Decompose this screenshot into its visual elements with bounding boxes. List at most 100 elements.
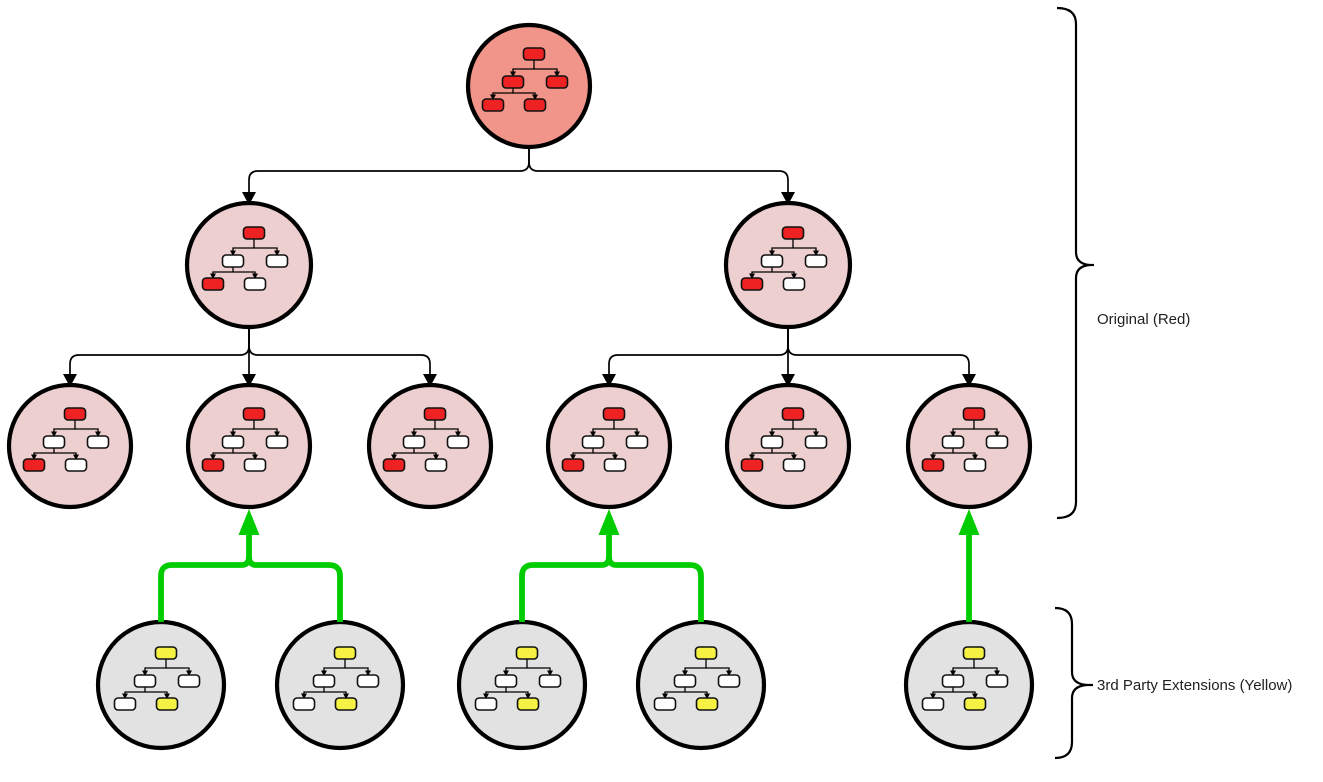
connector-arrowhead bbox=[242, 374, 256, 387]
mini-connector bbox=[485, 687, 507, 695]
mini-connector bbox=[212, 267, 234, 275]
mini-arrowhead bbox=[994, 431, 1000, 437]
mini-arrowhead bbox=[230, 431, 236, 437]
mini-node-red bbox=[63, 407, 87, 421]
mini-connector bbox=[505, 659, 528, 671]
mini-arrowhead bbox=[51, 431, 57, 437]
extension-line bbox=[606, 555, 704, 622]
mini-arrowhead bbox=[321, 670, 327, 676]
mini-arrowhead bbox=[634, 431, 640, 437]
mini-node-white bbox=[474, 697, 498, 711]
mini-arrowhead bbox=[662, 693, 668, 699]
mini-arrowhead bbox=[791, 454, 797, 460]
circle-shape-root bbox=[465, 22, 593, 150]
module-circle-original-b1 bbox=[545, 382, 673, 510]
extension-line bbox=[158, 555, 252, 622]
mini-node-red bbox=[561, 458, 585, 472]
mini-node-white bbox=[243, 277, 267, 291]
mini-arrowhead bbox=[554, 71, 560, 77]
mini-node-white bbox=[782, 458, 806, 472]
mini-connector bbox=[771, 420, 794, 432]
mini-connector bbox=[706, 667, 730, 671]
mini-node-red bbox=[22, 458, 46, 472]
mini-arrowhead bbox=[122, 693, 128, 699]
mini-node-white bbox=[653, 697, 677, 711]
mini-connector bbox=[534, 68, 558, 72]
mini-connector bbox=[345, 667, 369, 671]
mini-connector bbox=[144, 659, 167, 671]
mini-arrowhead bbox=[726, 670, 732, 676]
mini-arrowhead bbox=[950, 431, 956, 437]
mini-connector bbox=[435, 428, 459, 432]
mini-connector bbox=[393, 448, 415, 456]
mini-node-white bbox=[941, 674, 965, 688]
mini-connector bbox=[684, 659, 707, 671]
mini-connector bbox=[932, 448, 954, 456]
mini-arrowhead bbox=[455, 431, 461, 437]
mini-arrowhead bbox=[164, 693, 170, 699]
mini-arrowhead bbox=[142, 670, 148, 676]
mini-node-yellow bbox=[515, 646, 539, 660]
mini-node-red bbox=[602, 407, 626, 421]
mini-node-red bbox=[781, 226, 805, 240]
circle-shape-original-a3 bbox=[366, 382, 494, 510]
circle-shape-extension-1 bbox=[95, 619, 227, 751]
extension-arrow bbox=[158, 509, 343, 622]
circle-shape-original-a bbox=[184, 200, 314, 330]
module-circle-original-a3 bbox=[366, 382, 494, 510]
extensions-brace-path bbox=[1054, 606, 1089, 760]
mini-arrowhead bbox=[972, 454, 978, 460]
module-circle-original-b bbox=[723, 200, 853, 330]
mini-node-white bbox=[265, 435, 289, 449]
module-circle-original-b3 bbox=[905, 382, 1033, 510]
mini-connector bbox=[33, 448, 55, 456]
mini-arrowhead bbox=[391, 454, 397, 460]
mini-node-white bbox=[804, 435, 828, 449]
mini-connector bbox=[974, 667, 998, 671]
circle-shape-original-b1 bbox=[545, 382, 673, 510]
mini-arrowhead bbox=[950, 670, 956, 676]
mini-arrowhead bbox=[411, 431, 417, 437]
mini-arrowhead bbox=[612, 454, 618, 460]
mini-node-white bbox=[941, 435, 965, 449]
mini-connector bbox=[166, 667, 190, 671]
connector-arrowhead bbox=[423, 374, 437, 387]
extension-line bbox=[519, 555, 612, 622]
mini-arrowhead bbox=[930, 454, 936, 460]
mini-node-red bbox=[382, 458, 406, 472]
mini-arrowhead bbox=[972, 693, 978, 699]
circle-shape-original-b2 bbox=[724, 382, 852, 510]
mini-node-white bbox=[673, 674, 697, 688]
circle-shape-original-a1 bbox=[6, 382, 134, 510]
original-brace-path bbox=[1056, 6, 1092, 520]
mini-node-yellow bbox=[694, 646, 718, 660]
module-circle-extension-4 bbox=[635, 619, 767, 751]
mini-connector bbox=[592, 420, 615, 432]
module-circle-extension-5 bbox=[903, 619, 1035, 751]
connector-arrowhead bbox=[781, 374, 795, 387]
mini-node-red bbox=[423, 407, 447, 421]
mini-arrowhead bbox=[813, 250, 819, 256]
mini-node-white bbox=[603, 458, 627, 472]
hierarchy-connector bbox=[602, 327, 976, 387]
mini-connector bbox=[664, 687, 686, 695]
mini-node-red bbox=[242, 226, 266, 240]
mini-arrowhead bbox=[532, 94, 538, 100]
mini-arrowhead bbox=[590, 431, 596, 437]
module-circle-extension-2 bbox=[274, 619, 406, 751]
mini-arrowhead bbox=[274, 431, 280, 437]
connector-arrowhead bbox=[63, 374, 77, 387]
mini-node-white bbox=[760, 254, 784, 268]
mini-connector bbox=[512, 60, 535, 72]
mini-node-white bbox=[985, 435, 1009, 449]
module-circle-original-a bbox=[184, 200, 314, 330]
mini-node-red bbox=[501, 75, 525, 89]
circle-shape-extension-4 bbox=[635, 619, 767, 751]
circle-shape-extension-2 bbox=[274, 619, 406, 751]
mini-arrowhead bbox=[994, 670, 1000, 676]
mini-connector bbox=[793, 428, 817, 432]
mini-node-white bbox=[494, 674, 518, 688]
mini-node-red bbox=[523, 98, 547, 112]
